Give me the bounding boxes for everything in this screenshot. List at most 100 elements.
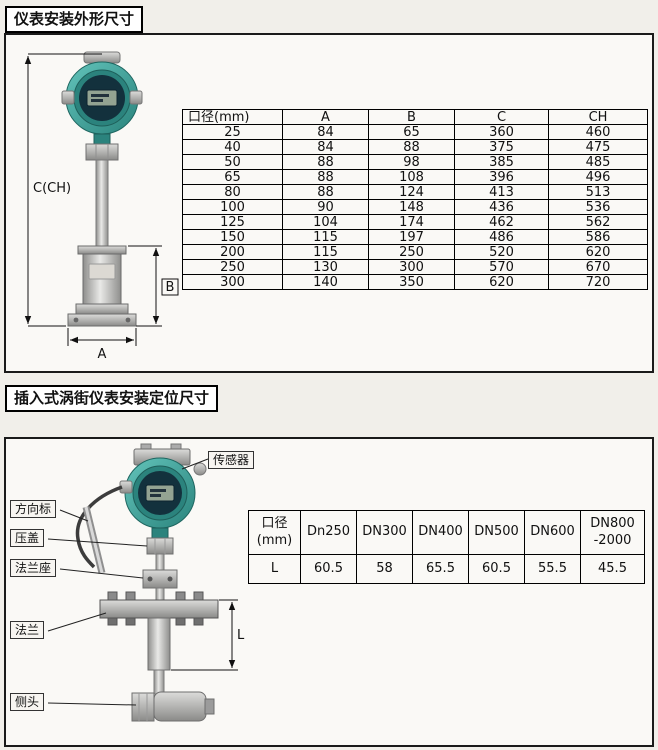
lcd-display [86, 89, 118, 107]
flowmeter-outline-diagram: C(CH) B A [24, 51, 179, 362]
table-cell: 670 [548, 259, 648, 275]
l-value: 45.5 [580, 554, 645, 584]
nameplate [88, 263, 116, 280]
dim-a-lines [67, 328, 137, 346]
l-value: 58 [356, 554, 413, 584]
lcd-display [145, 484, 175, 502]
row-label: L [248, 554, 301, 584]
table-cell: 25 [182, 124, 283, 140]
body-top-flange [77, 245, 127, 255]
base-flange [67, 313, 137, 327]
table-cell: 300 [368, 259, 455, 275]
column-header: CH [548, 109, 648, 125]
table-cell: 620 [548, 244, 648, 260]
dim-b-label: B [166, 280, 175, 295]
table-cell: 620 [454, 274, 549, 290]
table-cell: 197 [368, 229, 455, 245]
dim-a-label: A [98, 347, 107, 362]
table-cell: 88 [282, 169, 369, 185]
table-cell: 65 [368, 124, 455, 140]
dim-b-lines [128, 245, 162, 327]
l-value: 60.5 [468, 554, 525, 584]
table-cell: 250 [368, 244, 455, 260]
table-cell: 88 [282, 184, 369, 200]
dim-c-label: C(CH) [33, 181, 71, 196]
table-cell: 90 [282, 199, 369, 215]
table-cell: 536 [548, 199, 648, 215]
table-cell: 720 [548, 274, 648, 290]
gland-fitting [146, 537, 174, 555]
table-cell: 130 [282, 259, 369, 275]
l-value: 55.5 [524, 554, 581, 584]
table-cell: 80 [182, 184, 283, 200]
callout-sensor: 传感器 [208, 451, 255, 469]
section2-title: 插入式涡街仪表安装定位尺寸 [5, 385, 219, 412]
table-cell: 350 [368, 274, 455, 290]
table-cell: 125 [182, 214, 283, 230]
table-cell: 65 [182, 169, 283, 185]
table-cell: 84 [282, 124, 369, 140]
column-header: Dn250 [300, 510, 357, 555]
column-header: 口径(mm) [182, 109, 283, 125]
table-cell: 200 [182, 244, 283, 260]
column-header: A [282, 109, 369, 125]
table-cell: 562 [548, 214, 648, 230]
dim-b-box [161, 278, 179, 296]
table-cell: 98 [368, 154, 455, 170]
table-cell: 486 [454, 229, 549, 245]
dim-c-lines [24, 53, 102, 327]
corner-header: 口径 (mm) [248, 510, 301, 555]
table-cell: 104 [282, 214, 369, 230]
insertion-flowmeter-diagram: L [47, 443, 245, 722]
mounting-flange [99, 599, 219, 619]
table-cell: 360 [454, 124, 549, 140]
callout-gland: 压盖 [10, 529, 45, 547]
transmitter-neck [151, 527, 169, 539]
l-value: 60.5 [300, 554, 357, 584]
section2-title-text: 插入式涡街仪表安装定位尺寸 [14, 389, 210, 407]
table-cell: 496 [548, 169, 648, 185]
table-cell: 586 [548, 229, 648, 245]
table-cell: 460 [548, 124, 648, 140]
callout-probe: 侧头 [10, 693, 45, 711]
table-cell: 88 [282, 154, 369, 170]
table-cell: 375 [454, 139, 549, 155]
support-tube [95, 159, 109, 247]
transmitter-neck [93, 133, 111, 145]
callout-leader-lines [47, 458, 209, 706]
table-cell: 84 [282, 139, 369, 155]
table-cell: 40 [182, 139, 283, 155]
column-header: DN400 [412, 510, 469, 555]
column-header: C [454, 109, 549, 125]
table-cell: 462 [454, 214, 549, 230]
table-cell: 88 [368, 139, 455, 155]
column-header: DN500 [468, 510, 525, 555]
dim-l-label: L [237, 628, 245, 643]
table-cell: 570 [454, 259, 549, 275]
column-header: DN600 [524, 510, 581, 555]
table-cell: 520 [454, 244, 549, 260]
table-cell: 300 [182, 274, 283, 290]
table-cell: 148 [368, 199, 455, 215]
callout-flange-seat: 法兰座 [10, 559, 57, 577]
table-cell: 475 [548, 139, 648, 155]
column-header: DN800 -2000 [580, 510, 645, 555]
table-cell: 436 [454, 199, 549, 215]
insertion-pipe [147, 617, 171, 671]
table-cell: 115 [282, 229, 369, 245]
table-cell: 413 [454, 184, 549, 200]
hex-fitting [85, 143, 119, 161]
dim-l-lines [171, 599, 238, 671]
